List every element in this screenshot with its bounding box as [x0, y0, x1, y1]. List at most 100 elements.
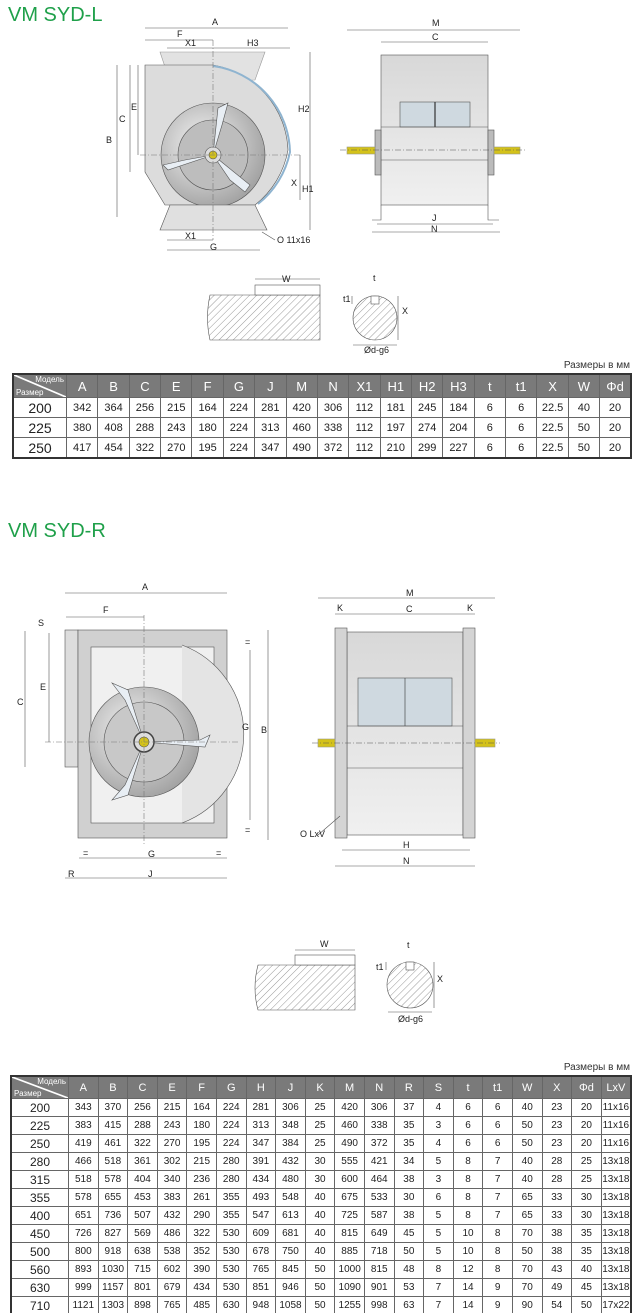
size-cell: 225	[10, 1116, 69, 1135]
value-cell: 322	[127, 1134, 158, 1153]
value-cell: 281	[245, 1098, 277, 1117]
value-cell: 288	[128, 417, 162, 438]
value-cell: 5	[423, 1224, 454, 1243]
value-cell: 6	[423, 1188, 454, 1207]
value-cell: 6	[482, 1134, 513, 1153]
dim-label: t	[373, 273, 376, 283]
value-cell: 578	[97, 1170, 129, 1189]
dim-label: H1	[302, 184, 314, 194]
dim-label: H3	[247, 38, 259, 48]
value-cell: 20	[599, 437, 632, 459]
dim-label: J	[148, 869, 153, 879]
value-cell: 348	[275, 1116, 306, 1135]
value-cell: 7	[482, 1188, 513, 1207]
value-cell: 460	[334, 1116, 365, 1135]
column-header: H2	[410, 373, 444, 398]
value-cell: 681	[275, 1224, 306, 1243]
column-header: R	[393, 1075, 425, 1099]
size-cell: 225	[12, 417, 67, 438]
corner-size-label: Размер	[14, 1089, 42, 1098]
value-cell: 530	[215, 1260, 247, 1279]
value-cell: 322	[128, 437, 162, 459]
value-cell: 50	[511, 1242, 543, 1261]
value-cell: 25	[304, 1116, 336, 1135]
dim-label: K	[467, 603, 473, 613]
value-cell: 630	[215, 1296, 247, 1313]
dim-label: H	[403, 840, 410, 850]
value-cell: 6	[505, 437, 538, 459]
value-cell: 893	[68, 1260, 99, 1279]
column-header: J	[254, 373, 287, 398]
value-cell: 918	[97, 1242, 129, 1261]
value-cell: 419	[68, 1134, 99, 1153]
value-cell: 675	[334, 1188, 365, 1207]
value-cell: 432	[156, 1206, 188, 1225]
value-cell: 38	[393, 1206, 425, 1225]
value-cell: 11x16	[600, 1116, 632, 1135]
value-cell: 342	[65, 397, 99, 418]
value-cell: 718	[363, 1242, 395, 1261]
value-cell: 50	[567, 417, 601, 438]
value-cell: 490	[285, 437, 318, 459]
value-cell: 827	[97, 1224, 129, 1243]
value-cell: 338	[363, 1116, 395, 1135]
value-cell: 8	[452, 1152, 484, 1171]
dim-label: C	[17, 697, 24, 707]
value-cell: 466	[68, 1152, 99, 1171]
value-cell: 70	[511, 1224, 543, 1243]
value-cell: 20	[599, 417, 632, 438]
dim-label: t1	[343, 294, 351, 304]
value-cell: 765	[156, 1296, 188, 1313]
value-cell: 6	[482, 1116, 513, 1135]
dim-label: C	[119, 114, 126, 124]
value-cell: 530	[215, 1224, 247, 1243]
value-cell: 22.5	[536, 397, 569, 418]
value-cell: 49	[541, 1278, 573, 1297]
value-cell: 408	[97, 417, 130, 438]
dimension-labels: A F X1 H3 B C E H2 X H1 X1 G O 11x16 M C…	[17, 17, 473, 1024]
dim-label: X	[402, 306, 408, 316]
value-cell: 181	[379, 397, 412, 418]
value-cell: 45	[571, 1278, 602, 1297]
value-cell: 845	[275, 1260, 306, 1279]
dim-label: W	[282, 274, 291, 284]
size-cell: 200	[12, 397, 67, 418]
value-cell: 43	[541, 1260, 573, 1279]
value-cell: 40	[304, 1242, 336, 1261]
value-cell: 725	[334, 1206, 365, 1225]
value-cell: 215	[186, 1152, 217, 1171]
value-cell: 270	[160, 437, 193, 459]
value-cell: 578	[68, 1188, 99, 1207]
value-cell: 164	[186, 1098, 217, 1117]
value-cell: 8	[482, 1224, 513, 1243]
value-cell: 6	[505, 417, 538, 438]
value-cell: 12	[452, 1260, 484, 1279]
value-cell: 28	[541, 1170, 573, 1189]
value-cell: 5	[423, 1242, 454, 1261]
value-cell: 518	[68, 1170, 99, 1189]
column-header: G	[222, 373, 256, 398]
value-cell: 9	[482, 1278, 513, 1297]
value-cell: 224	[215, 1098, 247, 1117]
value-cell: 6	[452, 1116, 484, 1135]
value-cell: 13x18	[600, 1260, 632, 1279]
value-cell: 306	[316, 397, 350, 418]
value-cell: 13x18	[600, 1278, 632, 1297]
column-header: J	[275, 1075, 306, 1099]
dim-label: C	[432, 32, 439, 42]
value-cell: 6	[482, 1098, 513, 1117]
column-header: t	[473, 373, 507, 398]
dim-label: X1	[185, 231, 196, 241]
value-cell: 25	[304, 1098, 336, 1117]
value-cell: 678	[245, 1242, 277, 1261]
value-cell: 801	[127, 1278, 158, 1297]
value-cell: 651	[68, 1206, 99, 1225]
value-cell: 8	[482, 1242, 513, 1261]
